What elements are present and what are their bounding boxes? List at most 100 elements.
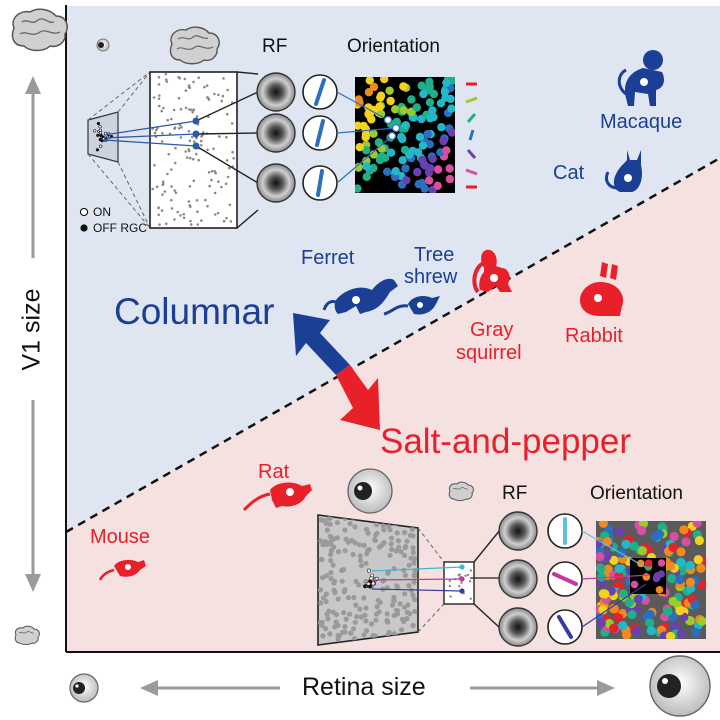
texture-dot [351,636,358,642]
texture-dot [627,610,637,620]
texture-dot [368,584,373,589]
texture-dot [410,545,416,551]
texture-dot [157,97,161,101]
texture-dot [365,77,374,85]
texture-dot [681,537,691,547]
texture-dot [387,552,393,558]
texture-dot [358,557,364,564]
rat-icon [242,482,312,512]
texture-dot [445,164,454,173]
texture-dot [412,596,418,603]
texture-dot [685,560,695,571]
texture-dot [630,580,639,589]
texture-dot [407,611,413,617]
texture-dot [351,626,357,632]
texture-dot [347,521,353,527]
texture-dot [409,526,415,533]
texture-dot [222,219,226,223]
texture-dot [216,211,220,215]
texture-dot [345,595,352,601]
texture-dot [460,581,463,584]
texture-dot [386,96,395,106]
top-orientation-title: Orientation [347,36,440,57]
texture-dot [372,537,378,543]
texture-dot [157,213,160,217]
texture-dot [369,82,379,92]
texture-dot [153,131,157,135]
texture-dot [162,182,165,186]
texture-dot [608,604,619,614]
texture-dot [690,600,700,610]
texture-dot [153,164,156,167]
texture-dot [596,618,606,628]
texture-dot [399,82,408,91]
texture-dot [676,557,686,567]
texture-dot [368,621,375,627]
texture-dot [355,184,362,193]
texture-dot [318,517,324,523]
texture-dot [185,156,189,159]
texture-dot [178,76,182,80]
texture-dot [155,185,159,188]
texture-dot [423,129,432,139]
texture-dot [335,596,341,602]
texture-dot [342,624,348,630]
texture-dot [412,556,418,562]
texture-dot [363,628,370,634]
texture-dot [386,148,396,157]
texture-dot [654,529,665,539]
texture-dot [98,138,102,142]
texture-dot [192,140,196,143]
texture-dot [190,108,193,112]
texture-dot [334,520,341,526]
texture-dot [155,128,158,132]
texture-dot [210,169,214,173]
texture-dot [200,219,203,222]
texture-dot [425,77,434,87]
texture-dot [670,622,680,632]
bottom-orientation-title: Orientation [590,483,683,504]
texture-dot [361,595,367,601]
texture-dot [200,144,203,147]
texture-dot [328,570,334,576]
texture-dot [637,546,648,556]
texture-dot [160,140,164,143]
texture-dot [632,626,642,636]
texture-dot [177,127,181,130]
texture-dot [596,552,605,562]
tiny-eye-icon [96,38,110,52]
texture-dot [464,574,467,577]
texture-dot [685,577,696,588]
texture-dot [402,545,408,551]
texture-dot [406,583,412,589]
texture-dot [342,629,348,635]
texture-dot [366,108,375,117]
top-rf-title: RF [262,36,288,57]
texture-dot [602,552,612,562]
texture-dot [228,166,231,170]
texture-dot [161,132,164,135]
texture-dot [676,629,686,639]
texture-dot [411,560,417,566]
texture-dot [412,103,421,112]
texture-dot [173,189,176,192]
texture-dot [160,109,163,113]
texture-dot [391,612,397,619]
texture-dot [152,96,156,99]
texture-dot [665,631,676,639]
texture-dot [182,212,185,216]
texture-dot [173,218,176,221]
texture-dot [334,535,340,541]
texture-dot [327,631,333,637]
texture-dot [172,108,176,112]
texture-dot [362,146,371,155]
texture-dot [328,547,334,554]
texture-dot [405,150,414,159]
texture-dot [174,191,178,195]
texture-dot [190,135,194,139]
texture-dot [225,159,229,162]
texture-dot [357,553,363,559]
texture-dot [618,589,628,599]
texture-dot [179,214,182,217]
texture-dot [177,96,181,100]
